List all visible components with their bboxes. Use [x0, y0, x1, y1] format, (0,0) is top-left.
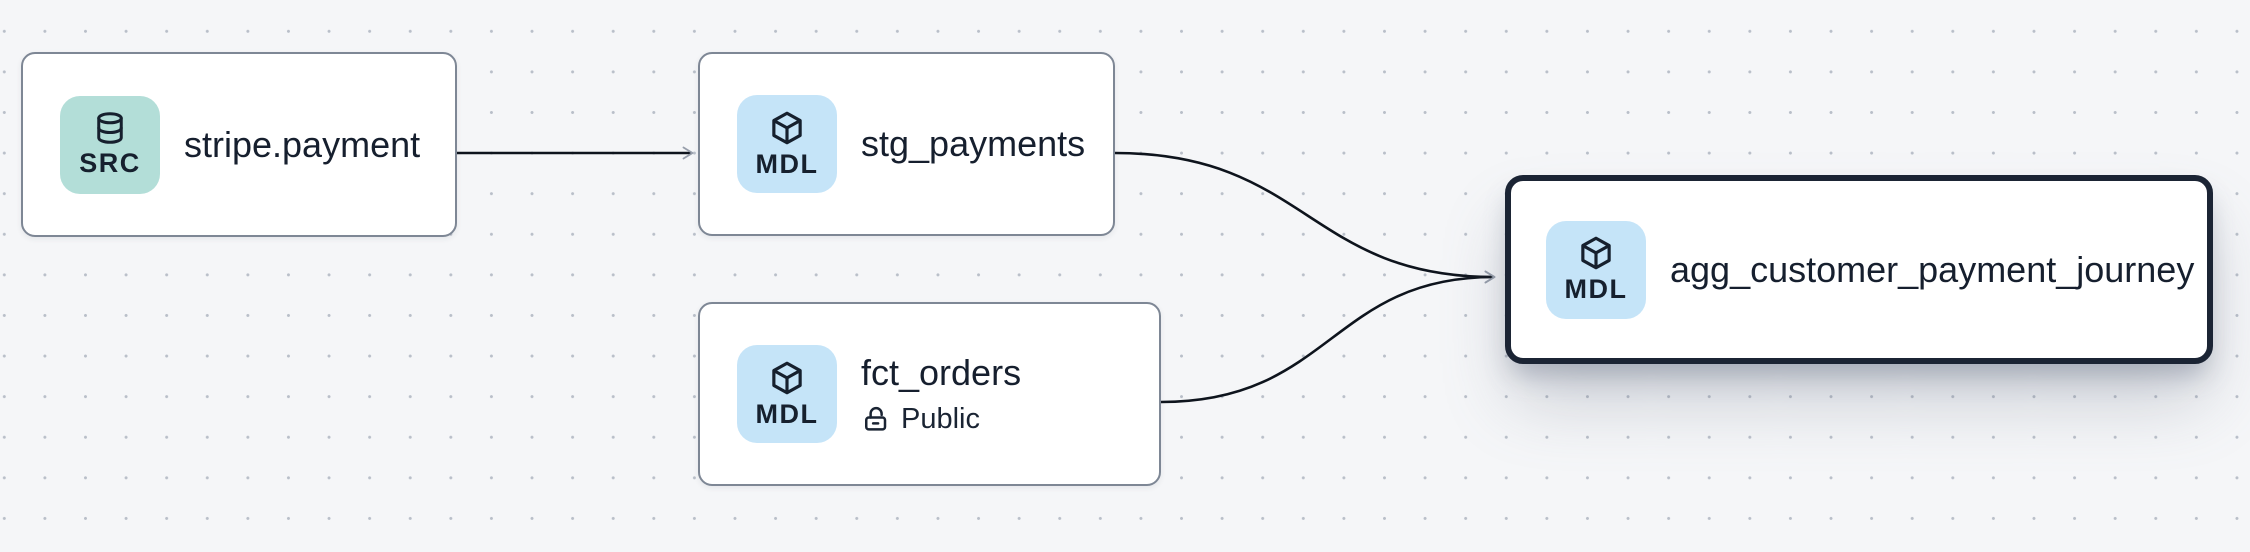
node-fct-orders[interactable]: MDL fct_orders Public — [698, 302, 1161, 486]
node-stripe-payment[interactable]: SRC stripe.payment — [21, 52, 457, 237]
model-type-badge: MDL — [1546, 220, 1646, 319]
node-title: fct_orders — [861, 352, 1022, 394]
node-title: agg_customer_payment_journey — [1670, 248, 2195, 290]
cube-icon — [772, 111, 802, 144]
unlock-icon — [864, 407, 887, 431]
source-type-badge: SRC — [60, 95, 160, 194]
cube-icon — [1581, 236, 1611, 270]
node-title: stripe.payment — [184, 123, 421, 165]
model-type-badge: MDL — [737, 95, 837, 193]
badge-label: MDL — [1564, 274, 1628, 304]
badge-label: MDL — [755, 148, 819, 179]
badge-label: SRC — [79, 148, 141, 178]
model-type-badge: MDL — [737, 345, 837, 443]
edge-stg-payments-to-agg-customer-payment-journey[interactable] — [1114, 151, 1496, 284]
edge-fct-orders-to-agg-customer-payment-journey[interactable] — [1160, 270, 1496, 404]
node-title: stg_payments — [861, 123, 1086, 165]
node-stg-payments[interactable]: MDL stg_payments — [698, 52, 1115, 236]
badge-label: MDL — [755, 398, 819, 429]
access-badge: Public — [861, 403, 1021, 436]
database-icon — [97, 112, 123, 144]
cube-icon — [772, 361, 802, 394]
access-label: Public — [901, 402, 980, 435]
node-agg-customer-payment-journey[interactable]: MDL agg_customer_payment_journey — [1505, 175, 2213, 364]
